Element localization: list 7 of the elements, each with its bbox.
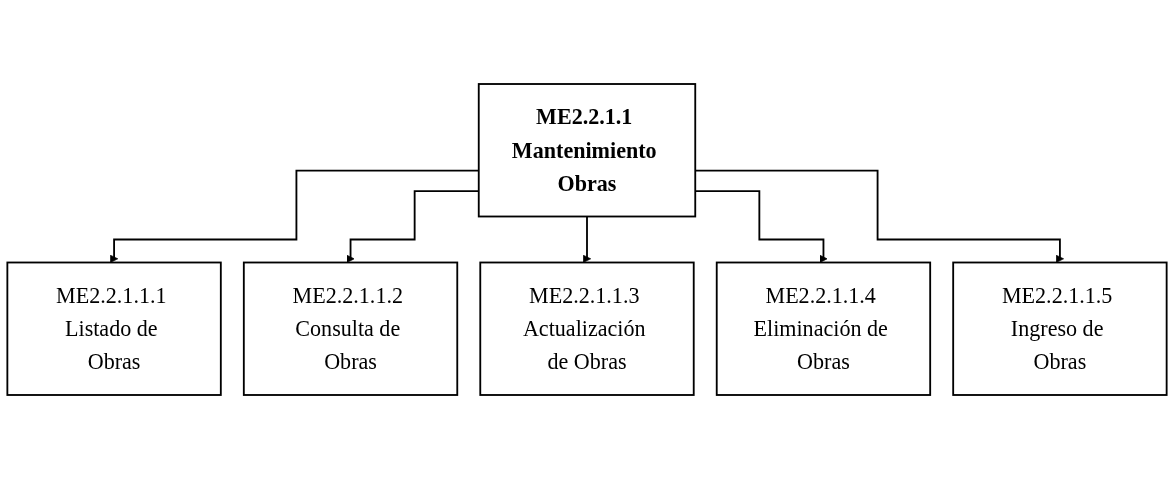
node-box: ME2.2.1.1.3 Actualización de Obras [479, 261, 695, 396]
node-box: ME2.2.1.1.5 Ingreso de Obras [952, 261, 1168, 396]
node-box: ME2.2.1.1.1 Listado de Obras [6, 261, 222, 396]
node-box: ME2.2.1.1.2 Consulta de Obras [242, 261, 459, 396]
arrow [582, 215, 592, 263]
node-box: ME2.2.1.1 Mantenimiento Obras [477, 83, 697, 218]
node-box: ME2.2.1.1.4 Eliminación de Obras [715, 261, 932, 396]
